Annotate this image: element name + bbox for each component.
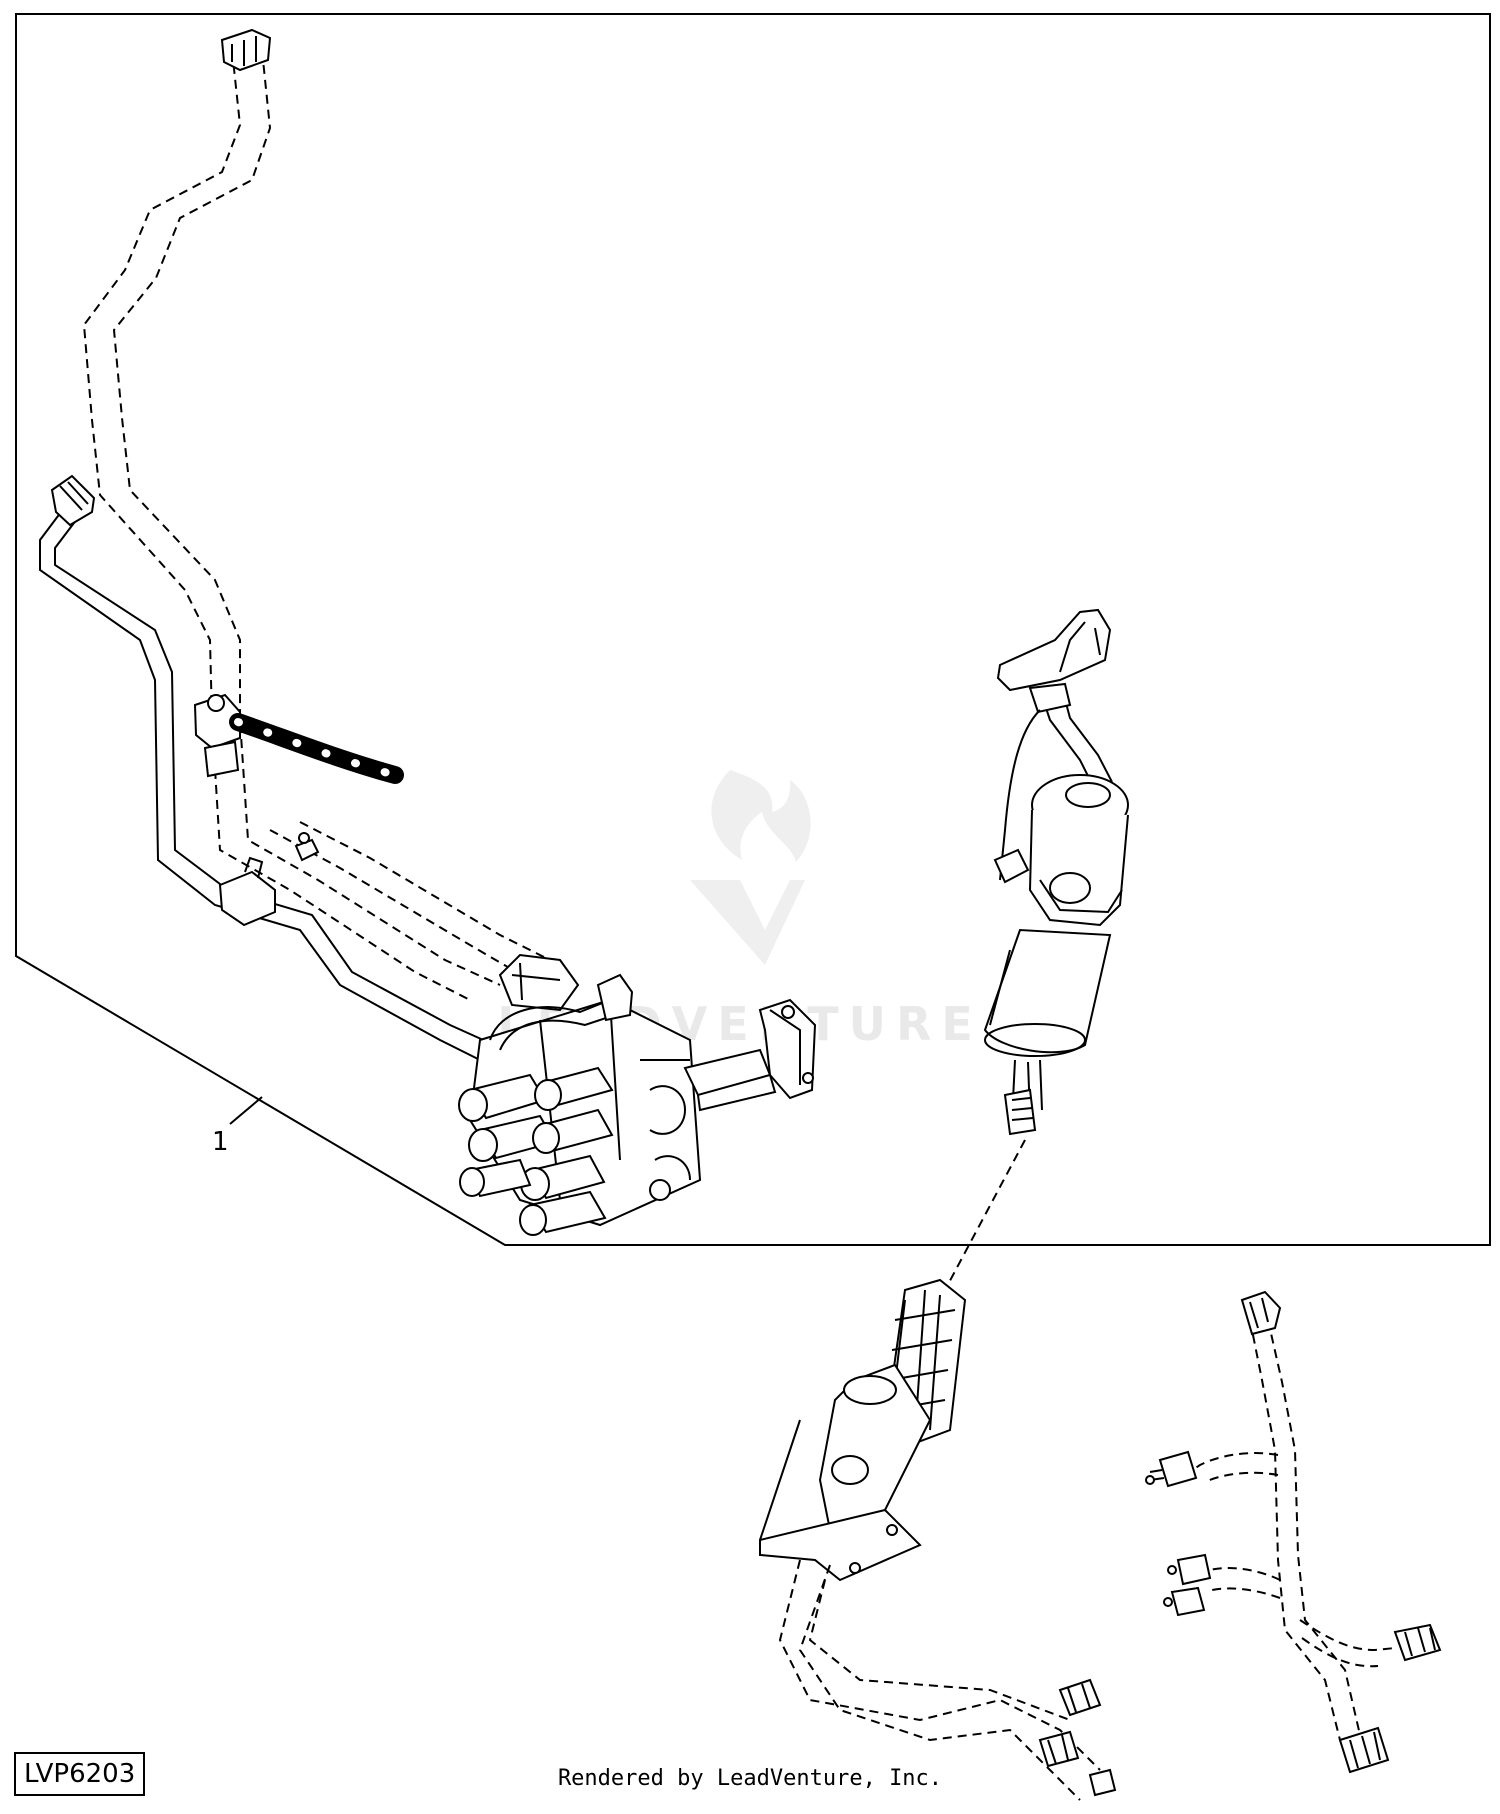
metal-tube-solid bbox=[39, 499, 491, 1061]
wiring-harness bbox=[1145, 1290, 1442, 1774]
callout-leader-line bbox=[229, 1096, 263, 1125]
callout-label: 1 bbox=[212, 1127, 229, 1157]
control-valve-assembly bbox=[458, 953, 702, 1236]
linkage-bracket bbox=[683, 998, 817, 1112]
kit-boundary-frame bbox=[15, 13, 1491, 1246]
render-credit: Rendered by LeadVenture, Inc. bbox=[557, 1766, 943, 1791]
top-hose-fitting bbox=[220, 28, 272, 72]
hydraulic-hose-dashed bbox=[82, 49, 561, 1001]
callout-1: 1 bbox=[212, 1096, 263, 1157]
control-pedestal bbox=[759, 1278, 1117, 1801]
valve-spools bbox=[458, 1066, 614, 1236]
tube-connector bbox=[50, 474, 96, 527]
tee-fitting-with-drain-hose bbox=[193, 693, 404, 784]
tube-clamp bbox=[218, 832, 320, 927]
figure-id-label: LVP6203 bbox=[14, 1752, 146, 1796]
joystick-control bbox=[983, 608, 1129, 1136]
exploded-view-leader-line bbox=[944, 1139, 1026, 1291]
